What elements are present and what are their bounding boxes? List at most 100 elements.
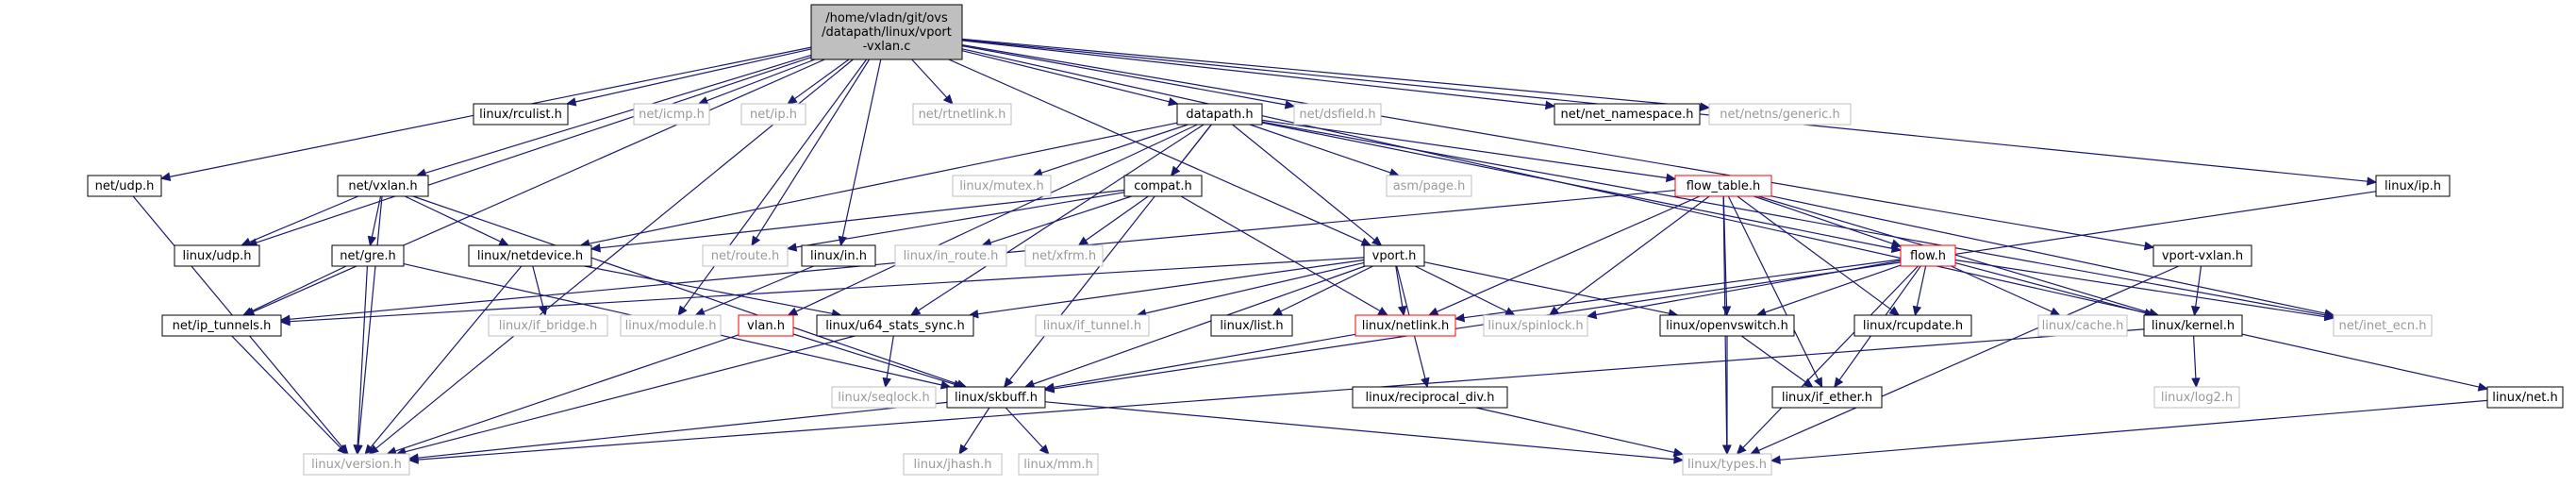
edge-line <box>1180 195 1381 312</box>
edge-arrowhead <box>1077 236 1089 246</box>
node-box <box>2153 386 2240 409</box>
node-linux-kernel[interactable]: linux/kernel.h <box>2143 314 2243 337</box>
edge-root-to-linux_udp <box>246 57 812 247</box>
node-linux-list[interactable]: linux/list.h <box>1210 314 1293 337</box>
edge-arrowhead <box>2143 241 2155 251</box>
edge-arrowhead <box>337 444 348 455</box>
node-label: linux/reciprocal_div.h <box>1365 391 1494 405</box>
node-label: flow.h <box>1910 249 1946 263</box>
node-box <box>912 103 1012 126</box>
edge-arrowhead <box>367 235 377 247</box>
edge-datapath-to-flow <box>1261 122 1903 254</box>
edge-datapath-to-net_inet_ecn <box>1261 121 2335 320</box>
node-net-icmp: net/icmp.h <box>633 103 710 126</box>
edge-line <box>1779 399 2488 461</box>
node-linux-log2: linux/log2.h <box>2153 386 2240 409</box>
edge-linux_u64_stats_sync-to-linux_version <box>395 335 856 457</box>
edge-root-to-net_rtnetlink <box>911 59 954 105</box>
node-box <box>633 103 710 126</box>
node-label: net/netns/generic.h <box>1720 108 1839 122</box>
edge-arrowhead <box>1665 173 1677 183</box>
edge-line <box>394 334 740 452</box>
node-label: linux/netdevice.h <box>477 249 583 263</box>
edge-arrowhead <box>2050 307 2061 316</box>
node-linux-if-ether[interactable]: linux/if_ether.h <box>1771 386 1883 409</box>
edge-line <box>574 48 812 103</box>
edge-line <box>405 335 856 453</box>
node-compat[interactable]: compat.h <box>1123 175 1203 197</box>
edge-arrowhead <box>2191 377 2201 389</box>
node-datapath[interactable]: datapath.h <box>1176 103 1263 126</box>
node-label: linux/module.h <box>625 319 717 333</box>
node-label: linux/openvswitch.h <box>1666 319 1788 333</box>
node-linux-openvswitch[interactable]: linux/openvswitch.h <box>1659 314 1795 337</box>
edge-line <box>1005 407 1044 448</box>
edge-line <box>911 59 948 98</box>
node-net-vxlan[interactable]: net/vxlan.h <box>337 175 429 197</box>
edge-arrowhead <box>1890 239 1903 248</box>
edge-line <box>1437 195 1701 312</box>
node-box <box>1674 175 1772 197</box>
node-layer: /home/vladn/git/ovs/datapath/linux/vport… <box>87 4 2564 476</box>
node-linux-netlink[interactable]: linux/netlink.h <box>1354 314 1456 337</box>
edge-line <box>357 265 368 446</box>
node-label: linux/kernel.h <box>2152 319 2235 333</box>
node-label: linux/in.h <box>810 249 867 263</box>
edge-vport_vxlan-to-linux_kernel <box>2191 265 2202 317</box>
edge-compat-to-net_route <box>786 192 1125 252</box>
edge-line <box>417 328 2145 461</box>
edge-root-to-net_dsfield <box>961 45 1296 109</box>
edge-root-to-linux_rculist <box>565 48 812 107</box>
edge-arrowhead <box>1673 455 1685 464</box>
node-vport[interactable]: vport.h <box>1363 244 1425 267</box>
node-linux-ip[interactable]: linux/ip.h <box>2375 175 2451 197</box>
node-label: /datapath/linux/vport <box>822 25 952 40</box>
edge-line <box>584 265 833 314</box>
edge-line <box>532 265 544 308</box>
edge-root-to-net_net_namespace <box>961 40 1556 110</box>
node-linux-net[interactable]: linux/net.h <box>2486 386 2564 409</box>
node-root[interactable]: /home/vladn/git/ovs/datapath/linux/vport… <box>810 4 963 60</box>
edge-vport_vxlan-to-linux_types <box>1749 265 2180 455</box>
edge-line <box>961 45 1287 106</box>
node-linux-reciprocal-div[interactable]: linux/reciprocal_div.h <box>1352 386 1508 409</box>
edge-arrowhead <box>1003 377 1014 388</box>
node-linux-rculist[interactable]: linux/rculist.h <box>473 103 569 126</box>
edge-arrowhead <box>1284 100 1296 109</box>
node-linux-udp[interactable]: linux/udp.h <box>174 244 260 267</box>
edge-line <box>1261 119 1668 179</box>
node-flow[interactable]: flow.h <box>1900 244 1956 267</box>
node-linux-u64-stats-sync[interactable]: linux/u64_stats_sync.h <box>816 314 974 337</box>
node-flow-table[interactable]: flow_table.h <box>1674 175 1772 197</box>
node-box <box>161 314 282 337</box>
edge-arrowhead <box>751 235 761 247</box>
edge-arrowhead <box>838 235 848 247</box>
node-linux-netdevice[interactable]: linux/netdevice.h <box>468 244 592 267</box>
node-box <box>87 175 162 197</box>
node-box <box>1483 314 1588 337</box>
node-linux-skbuff[interactable]: linux/skbuff.h <box>946 386 1046 409</box>
edge-datapath-to-linux_netdevice <box>579 122 1178 248</box>
node-vport-vxlan[interactable]: vport-vxlan.h <box>2152 244 2252 267</box>
node-net-ip-tunnels[interactable]: net/ip_tunnels.h <box>161 314 282 337</box>
edge-arrowhead <box>1888 306 1901 316</box>
edge-line <box>961 40 1547 107</box>
node-linux-rcupdate[interactable]: linux/rcupdate.h <box>1853 314 1972 337</box>
node-label: net/icmp.h <box>639 108 705 122</box>
node-linux-if-tunnel: linux/if_tunnel.h <box>1035 314 1150 337</box>
node-net-udp[interactable]: net/udp.h <box>87 175 162 197</box>
node-net-gre[interactable]: net/gre.h <box>331 244 405 267</box>
edge-compat-to-net_xfrm <box>1077 195 1149 246</box>
node-linux-in[interactable]: linux/in.h <box>801 244 876 267</box>
edge-vport-to-linux_netlink <box>1395 265 1407 317</box>
edge-arrowhead <box>1770 455 1781 465</box>
node-net-net-namespace[interactable]: net/net_namespace.h <box>1554 103 1701 126</box>
node-box <box>1386 175 1472 197</box>
node-label: flow_table.h <box>1687 179 1761 193</box>
edge-arrowhead <box>1721 306 1732 317</box>
node-vlan[interactable]: vlan.h <box>738 314 794 337</box>
node-box <box>1682 453 1772 476</box>
node-box <box>2143 314 2243 337</box>
edge-flow_table-to-linux_rcupdate <box>1737 195 1901 316</box>
node-box <box>1708 103 1852 126</box>
